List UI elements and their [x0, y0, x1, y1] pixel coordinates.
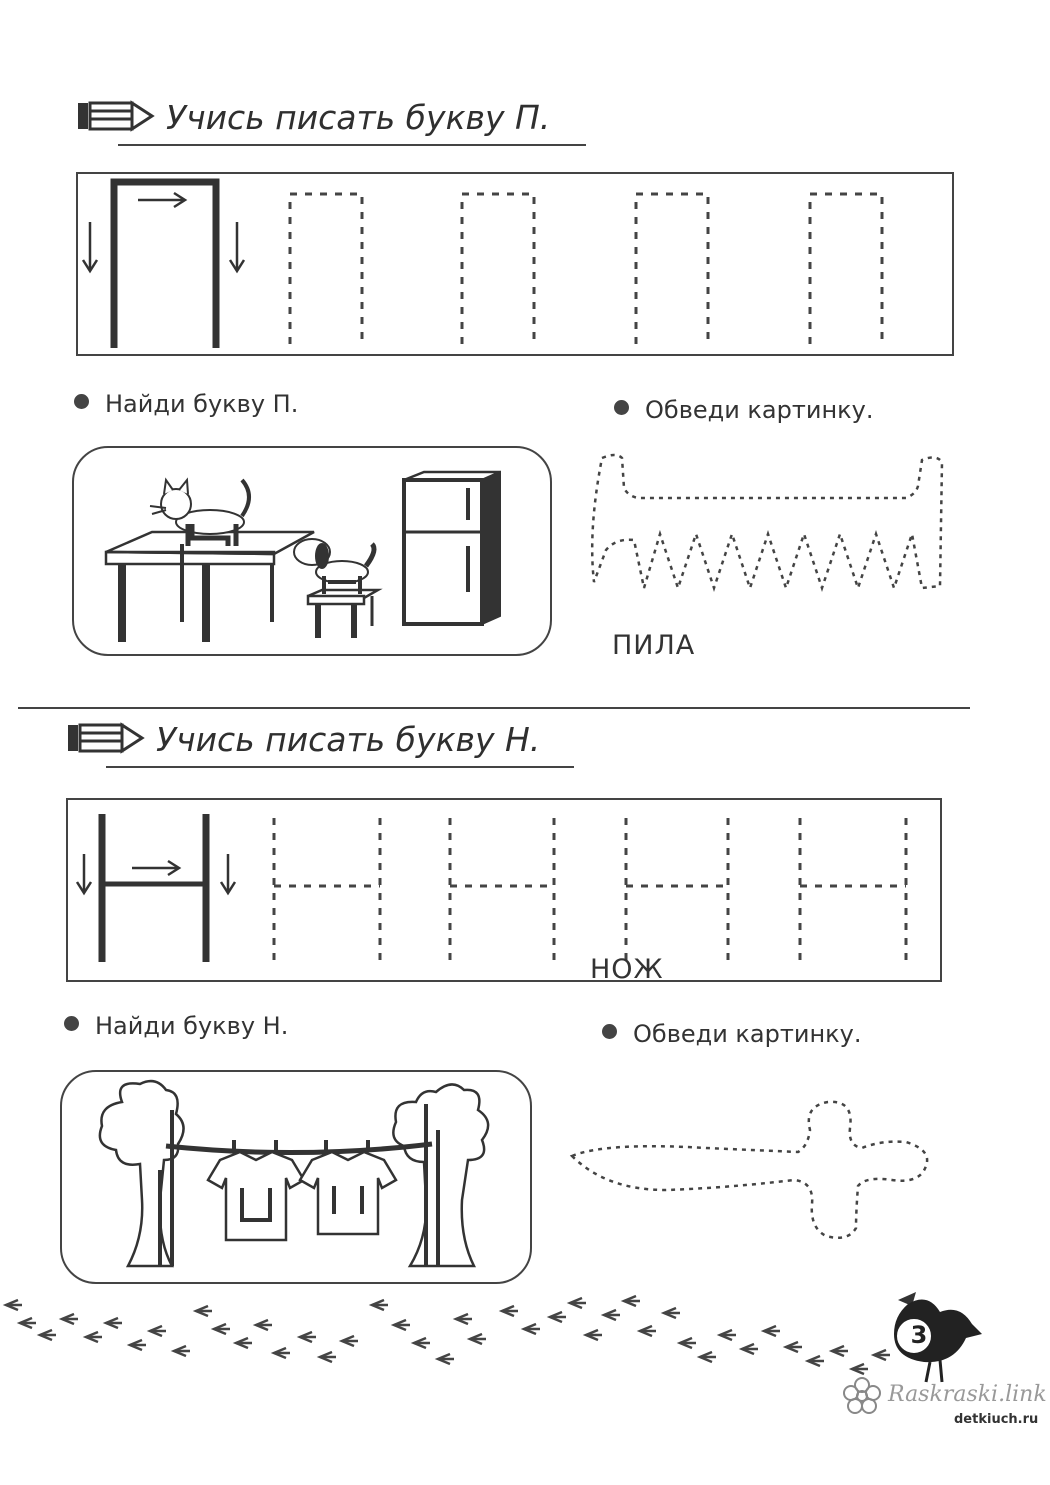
- letter-p-tracing-letters: [81, 178, 884, 348]
- arrow-right-icon: [138, 191, 188, 209]
- knife-outline: [569, 1100, 929, 1239]
- find-letter-picture-n: [60, 1070, 532, 1284]
- find-letter-picture-p: [72, 446, 552, 656]
- shirt-icon: [206, 1140, 306, 1242]
- arrow-down-icon: [81, 222, 246, 274]
- footprint-icon: [4, 1294, 892, 1376]
- heading-underline: [118, 144, 586, 146]
- arrow-down-icon: [75, 854, 237, 896]
- fridge-icon: [402, 470, 501, 626]
- arrow-right-icon: [132, 859, 182, 877]
- tree-icon: [98, 1079, 185, 1268]
- trace-picture-instruction: Обведи картинку.: [614, 396, 873, 424]
- bird-icon: [894, 1292, 982, 1383]
- tree-icon: [392, 1083, 490, 1268]
- dog-icon: [293, 538, 377, 594]
- letter-n-tracing-letters: [75, 814, 908, 968]
- find-letter-instruction: Найди букву П.: [74, 390, 298, 418]
- heading-underline: [106, 766, 574, 768]
- find-letter-scene-n: [98, 1079, 490, 1268]
- section-title-p: Учись писать букву П.: [166, 98, 551, 137]
- find-letter-instruction: Найди букву Н.: [64, 1012, 288, 1040]
- table-icon: [104, 530, 315, 642]
- footprint-trail: [4, 1294, 892, 1376]
- word-knife: НОЖ: [590, 954, 664, 985]
- saw-outline: [590, 453, 944, 592]
- letter-p-tracing-box: [76, 172, 954, 356]
- pencil-icon: [78, 100, 155, 132]
- section-divider: [18, 707, 970, 709]
- section-title-n: Учись писать букву Н.: [156, 720, 541, 759]
- flower-icon: [843, 1377, 881, 1414]
- trace-picture-instruction: Обведи картинку.: [602, 1020, 861, 1048]
- find-letter-scene-p: [104, 470, 501, 642]
- page-number: 3: [910, 1321, 928, 1349]
- pencil-icon: [68, 722, 145, 754]
- shirt-icon: [298, 1140, 398, 1236]
- letter-n-tracing-box: [66, 798, 942, 982]
- site-url: detkiuch.ru: [954, 1412, 1039, 1427]
- watermark-text: Raskraski.link: [888, 1382, 1047, 1407]
- stool-icon: [306, 588, 383, 638]
- cat-icon: [149, 477, 251, 546]
- word-saw: ПИЛА: [612, 630, 696, 661]
